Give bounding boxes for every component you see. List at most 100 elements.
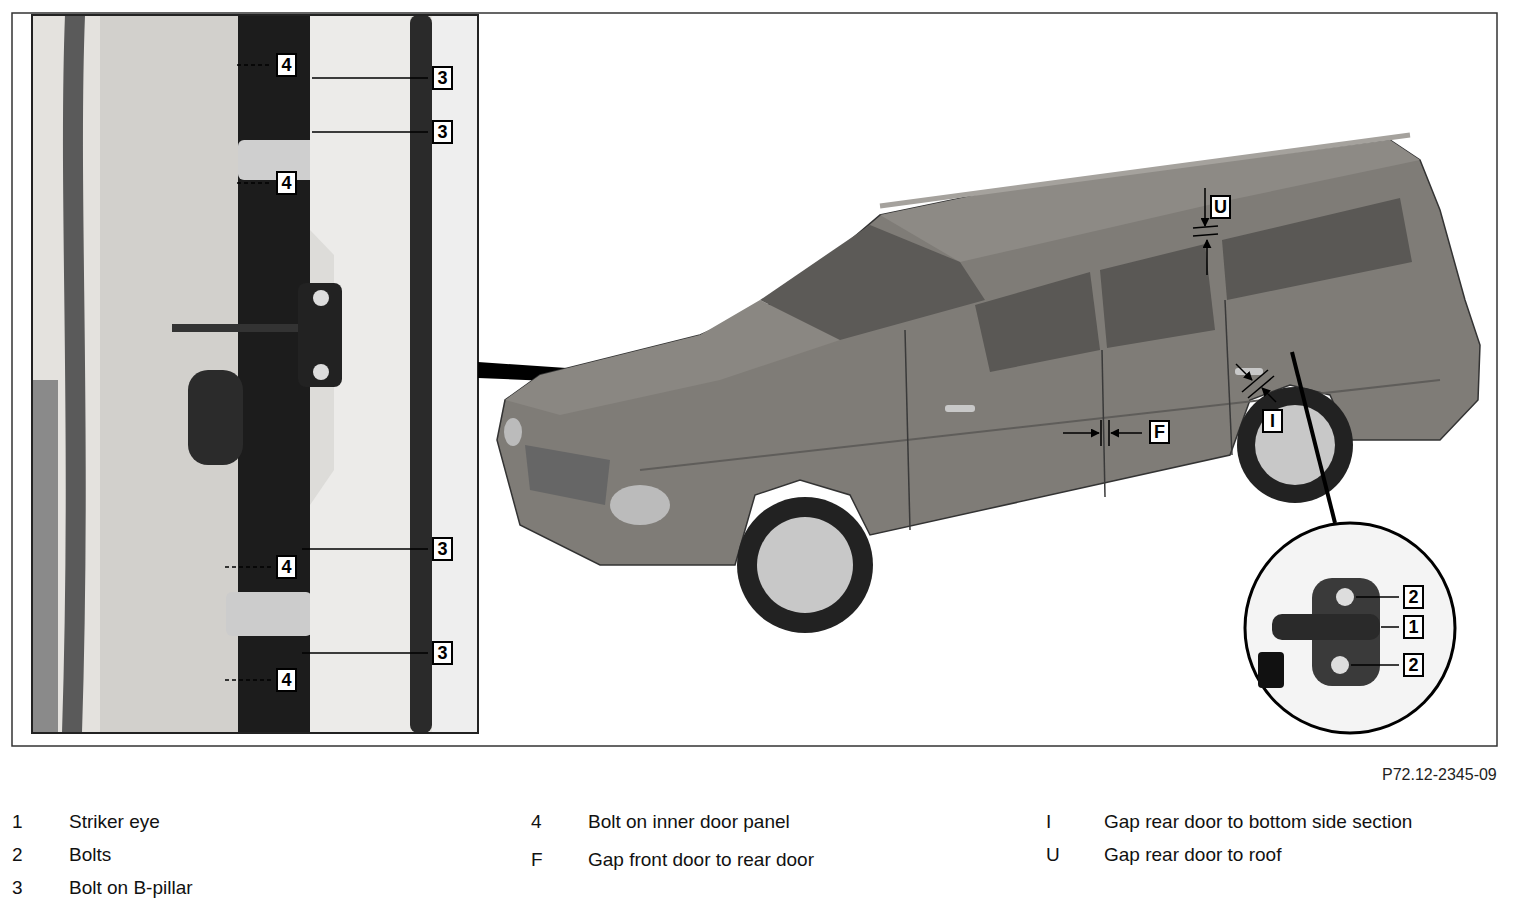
gap-arrow xyxy=(1206,240,1208,275)
check-strap xyxy=(172,324,302,332)
leader-line xyxy=(312,131,428,133)
b-pillar xyxy=(310,15,410,733)
callout-number: 4 xyxy=(281,174,291,192)
gap-tick xyxy=(1108,420,1110,446)
gap-arrow xyxy=(1236,364,1252,380)
legend-key: 1 xyxy=(12,811,23,833)
headlight xyxy=(504,418,522,446)
legend-text: Gap rear door to bottom side section xyxy=(1104,811,1412,833)
callout-box: 4 xyxy=(276,171,297,195)
callout-box: 4 xyxy=(276,555,297,579)
legend-key: 2 xyxy=(12,844,23,866)
callout-box: I xyxy=(1262,409,1283,433)
callout-number: 3 xyxy=(437,644,447,662)
legend-text: Bolt on B-pillar xyxy=(69,877,193,899)
callout-box: U xyxy=(1210,195,1231,219)
callout-number: 4 xyxy=(281,56,291,74)
outer-frame xyxy=(12,13,1497,746)
leader-line xyxy=(312,77,428,79)
door-check xyxy=(298,283,342,387)
inset-ground xyxy=(32,15,478,733)
gap-arrow xyxy=(1262,388,1276,402)
gap-arrow xyxy=(1063,432,1099,434)
car-hood xyxy=(505,300,840,415)
door-line xyxy=(905,330,910,530)
door-seal xyxy=(72,15,76,733)
legend-text: Gap rear door to roof xyxy=(1104,844,1281,866)
grille xyxy=(525,445,610,505)
callout-box: 3 xyxy=(432,120,453,144)
window xyxy=(1100,244,1215,348)
bolt xyxy=(1331,656,1349,674)
callout-number: 2 xyxy=(1408,656,1418,674)
legend-key: U xyxy=(1046,844,1060,866)
callout-box: 3 xyxy=(432,66,453,90)
legend-key: I xyxy=(1046,811,1051,833)
leader-line xyxy=(1356,596,1399,598)
gap-arrow xyxy=(1204,188,1206,226)
leader-line xyxy=(302,652,428,654)
rubber-boot xyxy=(188,370,243,465)
bolt xyxy=(1336,588,1354,606)
figure-number: P72.12-2345-09 xyxy=(1382,766,1497,784)
pillar-seal xyxy=(410,15,432,733)
lower-hinge xyxy=(226,592,312,636)
window xyxy=(975,272,1100,372)
door-handle xyxy=(945,405,975,412)
callout-number: I xyxy=(1270,412,1275,430)
wheel xyxy=(737,497,873,633)
gap-tick xyxy=(1242,370,1268,392)
car-body xyxy=(497,140,1480,565)
callout-number: 3 xyxy=(437,540,447,558)
leader-line xyxy=(237,182,272,184)
leader-line xyxy=(1351,664,1399,666)
leader-lines xyxy=(1351,597,1399,665)
door-line xyxy=(1225,300,1232,455)
door-line xyxy=(1102,350,1105,497)
legend-text: Bolt on inner door panel xyxy=(588,811,790,833)
leader-line xyxy=(237,64,272,66)
bolt xyxy=(313,364,329,380)
callout-number: F xyxy=(1154,423,1165,441)
door-handle xyxy=(1235,368,1263,375)
gap-marker xyxy=(1063,188,1276,446)
callout-number: 4 xyxy=(281,558,291,576)
gap-tick xyxy=(1100,420,1102,446)
wheel xyxy=(1237,387,1353,503)
callout-number: 1 xyxy=(1408,618,1418,636)
striker-eye xyxy=(1272,614,1380,640)
callout-box: 4 xyxy=(276,53,297,77)
gap-tick xyxy=(1193,226,1218,228)
pillar-edge xyxy=(432,15,478,733)
callout-box: F xyxy=(1149,420,1170,444)
legend-text: Gap front door to rear door xyxy=(588,849,814,871)
bolt xyxy=(313,290,329,306)
windshield xyxy=(760,225,985,340)
legend-key: 4 xyxy=(531,811,542,833)
leader-line xyxy=(225,679,272,681)
headlight xyxy=(610,485,670,525)
legend-text: Bolts xyxy=(69,844,111,866)
legend-key: F xyxy=(531,849,543,871)
callout-number: 4 xyxy=(281,671,291,689)
leader-line xyxy=(302,548,428,550)
gap-arrow xyxy=(1111,432,1142,434)
window xyxy=(1222,198,1412,300)
callout-box: 3 xyxy=(432,641,453,665)
callout-number: 3 xyxy=(437,123,447,141)
callout-box: 1 xyxy=(1403,615,1424,639)
callout-box: 3 xyxy=(432,537,453,561)
leader-lines xyxy=(225,65,272,680)
pointer xyxy=(1292,352,1335,523)
callout-box: 2 xyxy=(1403,585,1424,609)
gap-tick xyxy=(1193,234,1218,236)
legend-key: 3 xyxy=(12,877,23,899)
speaker-grille xyxy=(32,380,58,733)
callout-number: 2 xyxy=(1408,588,1418,606)
callout-number: U xyxy=(1214,198,1227,216)
roof-rail xyxy=(880,135,1410,206)
lock-part xyxy=(1258,652,1284,688)
inset-frame xyxy=(32,15,478,733)
